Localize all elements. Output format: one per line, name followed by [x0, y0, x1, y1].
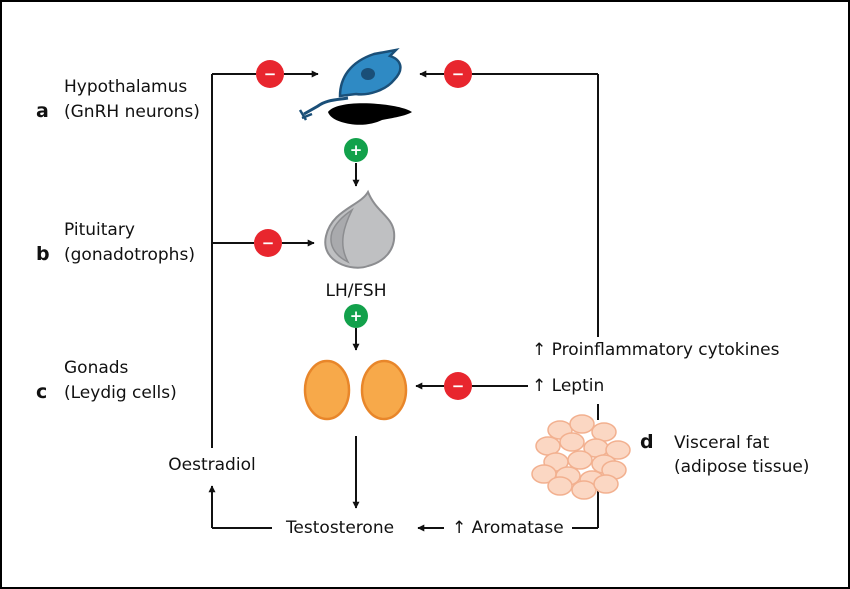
brain-region-shape: [328, 103, 412, 125]
pituitary-icon: [324, 189, 396, 269]
pituitary-label: Pituitary: [64, 220, 135, 240]
negative-sign: −: [264, 65, 277, 83]
oestradiol-label: Oestradiol: [168, 455, 255, 475]
fat-cell: [571, 480, 597, 500]
section-letter-c: c: [36, 381, 47, 403]
fat-cell: [605, 440, 631, 460]
leydig-cell-icon: [303, 359, 408, 421]
section-letter-a: a: [36, 100, 49, 122]
inhibit-badge-gonads: −: [444, 372, 472, 400]
pituitary-back-lobe: [330, 207, 354, 264]
fat-cell: [547, 476, 573, 496]
proinflammatory-cytokines-label: ↑ Proinflammatory cytokines: [532, 340, 780, 360]
inhibit-badge-pituitary: −: [254, 229, 282, 257]
adipose-tissue-icon: [531, 414, 631, 500]
fat-cell: [567, 450, 593, 470]
positive-sign: +: [350, 307, 363, 325]
gonad-left: [303, 359, 351, 421]
gnrh-neurons-label: (GnRH neurons): [64, 102, 200, 122]
section-letter-b: b: [36, 243, 50, 265]
neuron-axon-terminal: [298, 109, 313, 121]
stimulate-badge-lhfsh: +: [344, 304, 368, 328]
aromatase-label: ↑ Aromatase: [452, 518, 564, 538]
hypothalamus-label: Hypothalamus: [64, 77, 187, 97]
gonad-right: [360, 359, 408, 421]
gonads-label: Gonads: [64, 358, 129, 378]
stimulate-badge-gnrh: +: [344, 138, 368, 162]
neuron-nucleus: [361, 68, 375, 80]
fat-cell: [569, 414, 595, 434]
fat-cell: [559, 432, 585, 452]
adipose-tissue-label: (adipose tissue): [674, 457, 809, 477]
leptin-label: ↑ Leptin: [532, 376, 604, 396]
gonadotrophs-label: (gonadotrophs): [64, 245, 195, 265]
negative-sign: −: [452, 65, 465, 83]
section-letter-d: d: [640, 431, 654, 453]
positive-sign: +: [350, 141, 363, 159]
fat-cell: [593, 474, 619, 494]
negative-sign: −: [262, 234, 275, 252]
leydig-cells-label: (Leydig cells): [64, 383, 177, 403]
visceral-fat-label: Visceral fat: [674, 433, 770, 453]
testosterone-label: Testosterone: [285, 518, 394, 538]
neuron-icon: [298, 48, 412, 125]
neuron-axon: [303, 96, 349, 116]
inhibit-badge-hypothalamus-right: −: [444, 60, 472, 88]
connectors: [208, 70, 599, 532]
inhibit-badge-hypothalamus-left: −: [256, 60, 284, 88]
lh-fsh-label: LH/FSH: [325, 281, 386, 301]
negative-sign: −: [452, 377, 465, 395]
